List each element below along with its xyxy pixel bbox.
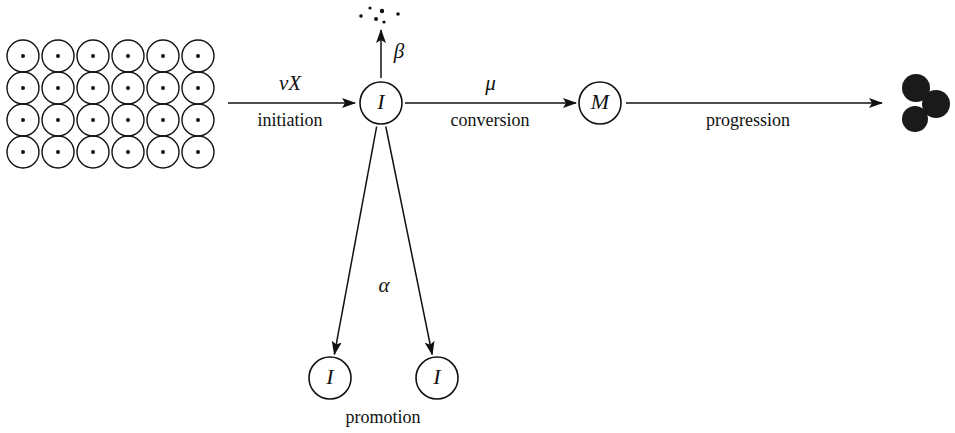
daughter-cell: I [415, 356, 459, 400]
cell [7, 136, 39, 168]
nucleus [161, 86, 165, 90]
cell [42, 104, 74, 136]
nucleus [126, 86, 130, 90]
rate-label: β [392, 40, 406, 63]
cell [112, 104, 144, 136]
cell-letter: M [591, 89, 609, 115]
rate-label: μ [483, 72, 498, 95]
daughter-cell: I [308, 356, 352, 400]
nucleus [196, 118, 200, 122]
debris-dot [359, 14, 363, 18]
cell [147, 104, 179, 136]
cell [7, 72, 39, 104]
nucleus [91, 150, 95, 154]
nucleus [21, 150, 25, 154]
rate-label: νX [277, 72, 303, 95]
cell-debris [359, 6, 400, 23]
nucleus [126, 54, 130, 58]
cell [147, 40, 179, 72]
cell [7, 104, 39, 136]
debris-dot [374, 17, 378, 21]
rate-label: α [376, 274, 391, 297]
cell [7, 40, 39, 72]
nucleus [161, 54, 165, 58]
nucleus [91, 118, 95, 122]
cell [147, 136, 179, 168]
nucleus [21, 118, 25, 122]
transition-arrow [386, 127, 432, 355]
cell [42, 136, 74, 168]
process-label: progression [704, 111, 792, 131]
cell-circle [360, 82, 402, 124]
cell-letter: I [326, 364, 333, 390]
cell-sheet [7, 40, 214, 168]
cell [112, 40, 144, 72]
initiation-arrow [228, 102, 355, 104]
cell [147, 72, 179, 104]
death-arrow [380, 30, 382, 78]
nucleus [56, 150, 60, 154]
cell [182, 104, 214, 136]
nucleus [196, 150, 200, 154]
process-label: conversion [449, 111, 532, 131]
cell-circle [579, 82, 621, 124]
cell [182, 136, 214, 168]
debris-dot [382, 20, 385, 23]
cell [182, 40, 214, 72]
nucleus [161, 150, 165, 154]
cell [42, 72, 74, 104]
transition-arrow [405, 102, 576, 104]
nucleus [196, 54, 200, 58]
cell [112, 136, 144, 168]
initiated-cell: I [359, 81, 403, 125]
debris-dot [380, 9, 384, 13]
progression-arrow [626, 102, 882, 104]
nucleus [161, 118, 165, 122]
transition-arrow [334, 127, 376, 355]
nucleus [56, 118, 60, 122]
cell [77, 136, 109, 168]
process-label: initiation [256, 111, 325, 131]
nucleus [91, 54, 95, 58]
nucleus [21, 86, 25, 90]
nucleus [196, 86, 200, 90]
cell-circle [416, 357, 458, 399]
cell [77, 72, 109, 104]
cell-nuclei [21, 54, 200, 154]
tumor-cluster [902, 74, 950, 132]
nucleus [56, 54, 60, 58]
tumor-cell [902, 106, 928, 132]
nucleus [21, 54, 25, 58]
cell [182, 72, 214, 104]
debris-dot [396, 12, 400, 16]
cell [42, 40, 74, 72]
cell [112, 72, 144, 104]
cell-letter: I [377, 89, 384, 115]
process-label: promotion [344, 408, 423, 428]
nucleus [126, 118, 130, 122]
nucleus [126, 150, 130, 154]
malignant-cell: M [578, 81, 622, 125]
cell-circle [309, 357, 351, 399]
nucleus [56, 86, 60, 90]
debris-dot [368, 6, 371, 9]
nucleus [91, 86, 95, 90]
cell-letter: I [433, 364, 440, 390]
cell [77, 104, 109, 136]
cell [77, 40, 109, 72]
